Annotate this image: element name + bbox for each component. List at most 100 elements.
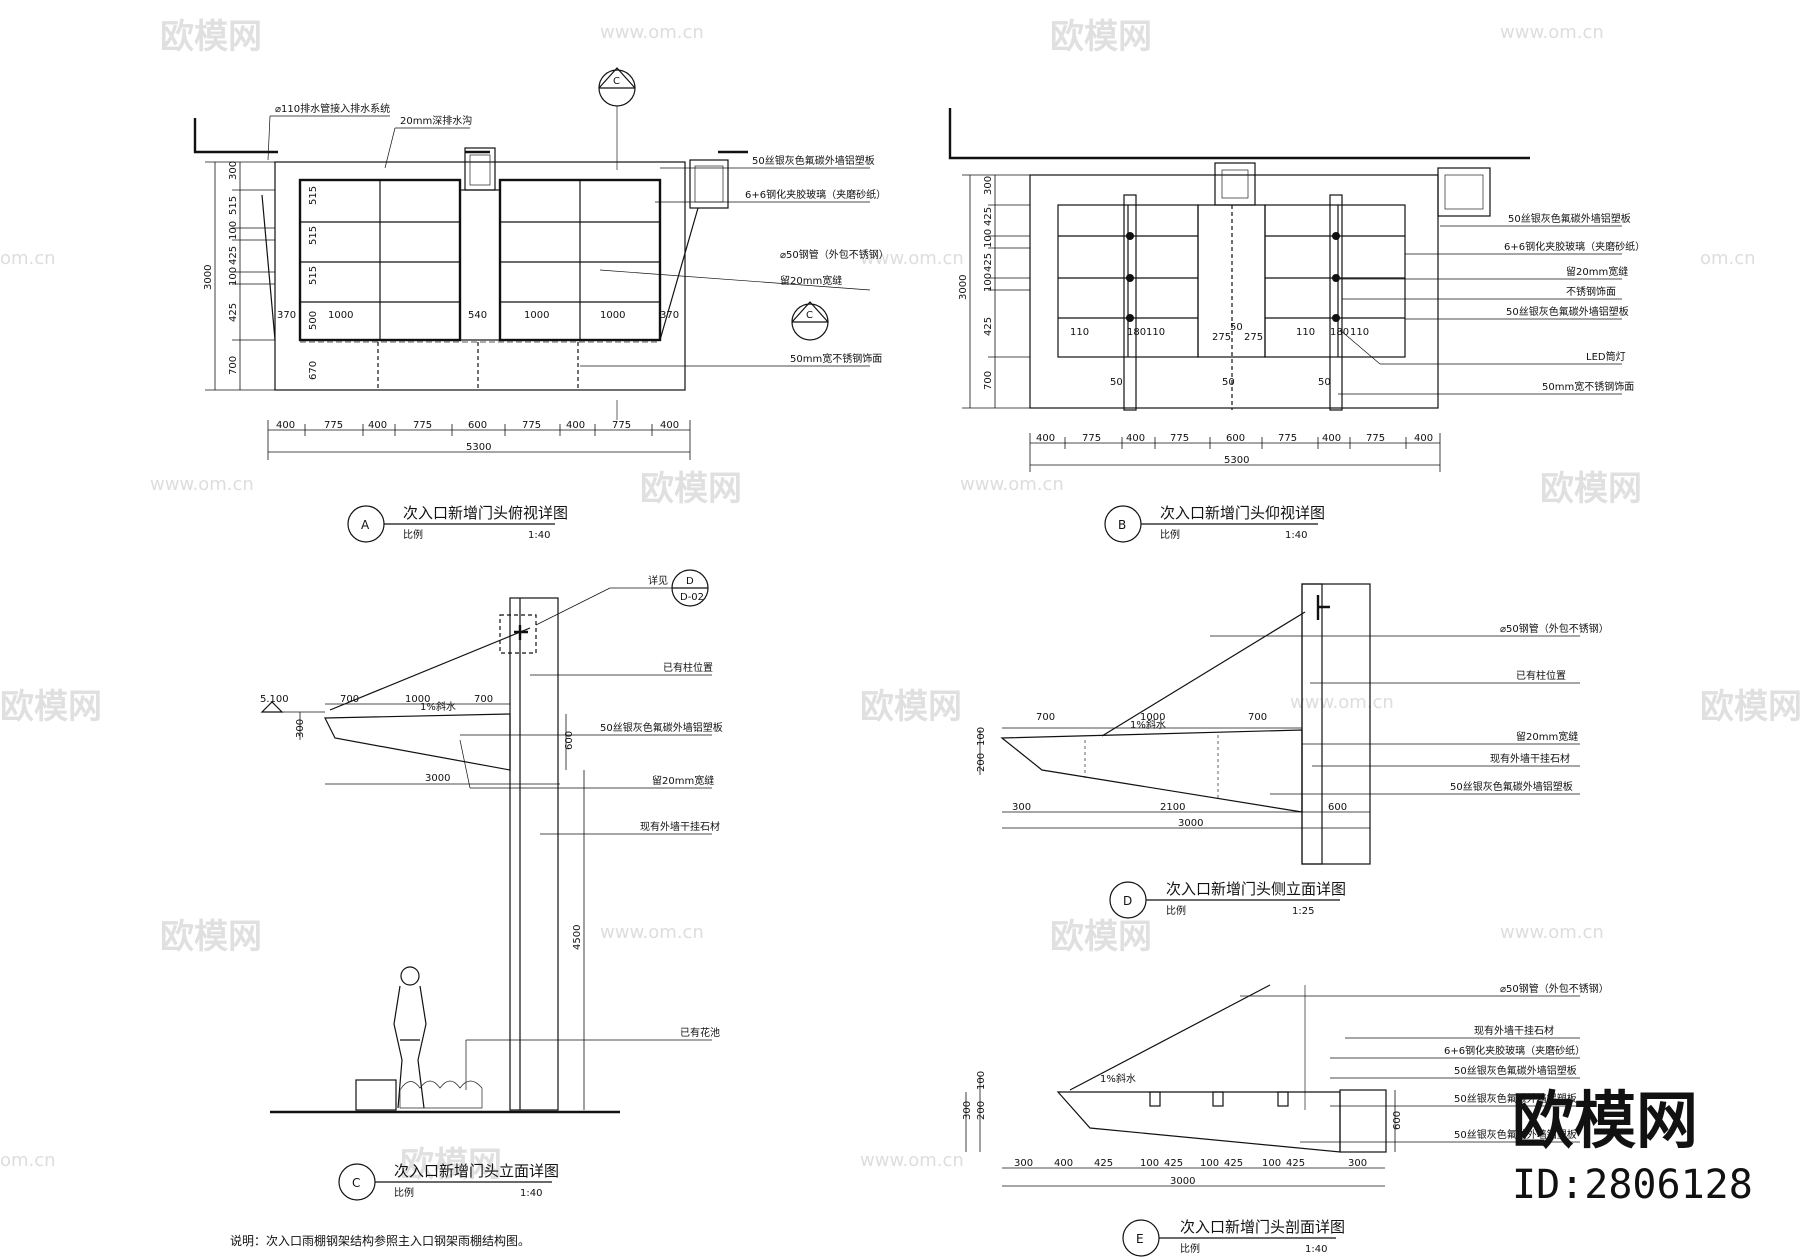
svg-text:425: 425 — [1224, 1158, 1243, 1169]
note: 留20mm宽缝 — [1566, 265, 1628, 278]
panel-a-horizontal-dims: 400 775 400 775 600 775 400 775 400 5300 — [267, 420, 691, 460]
note: 50mm宽不锈钢饰面 — [790, 352, 882, 365]
panel-e-title: E 次入口新增门头剖面详图 比例 1:40 — [1122, 1218, 1345, 1257]
svg-text:600: 600 — [1226, 433, 1245, 444]
svg-text:400: 400 — [1054, 1158, 1073, 1169]
svg-text:1%斜水: 1%斜水 — [1130, 718, 1166, 731]
shrubs — [399, 1080, 483, 1109]
svg-text:200: 200 — [976, 753, 987, 772]
svg-text:100: 100 — [228, 221, 239, 240]
note: 20mm深排水沟 — [400, 114, 472, 127]
svg-text:3000: 3000 — [1170, 1176, 1195, 1187]
svg-text:275: 275 — [1244, 332, 1263, 343]
watermark-url: om.cn — [1700, 248, 1756, 269]
svg-text:425: 425 — [1286, 1158, 1305, 1169]
svg-text:3000: 3000 — [203, 265, 214, 290]
svg-text:3000: 3000 — [425, 773, 450, 784]
note: 50丝银灰色氟碳外墙铝塑板 — [752, 154, 875, 167]
svg-text:515: 515 — [308, 266, 319, 285]
svg-text:300: 300 — [983, 176, 994, 195]
watermark-brand: 欧模网 — [860, 687, 962, 727]
drawing-title: 次入口新增门头剖面详图 — [1180, 1218, 1345, 1236]
svg-text:3000: 3000 — [1178, 818, 1203, 829]
watermark-url: www.om.cn — [1500, 22, 1604, 43]
svg-text:670: 670 — [308, 361, 319, 380]
svg-text:100: 100 — [976, 1071, 987, 1090]
note: ⌀50钢管（外包不锈钢） — [1500, 622, 1609, 635]
svg-text:775: 775 — [1366, 433, 1385, 444]
section-mark-c-top: C — [598, 67, 636, 170]
note: 已有柱位置 — [663, 661, 713, 674]
note: 留20mm宽缝 — [780, 274, 842, 287]
scale-value: 1:40 — [1305, 1244, 1327, 1255]
svg-text:5300: 5300 — [466, 442, 491, 453]
svg-text:100: 100 — [228, 267, 239, 286]
column-box — [464, 147, 496, 191]
watermark-brand: 欧模网 — [640, 469, 742, 509]
existing-wall — [509, 597, 559, 1111]
svg-text:500: 500 — [308, 311, 319, 330]
svg-text:C: C — [806, 310, 813, 321]
panel-d-dims: 700 1000 700 1%斜水 100 200 300 2100 600 3… — [976, 712, 1370, 829]
panel-b-inner-dims: 110 180 110 275 50 275 110 180 110 50 50… — [1070, 322, 1369, 388]
human-figure — [393, 966, 427, 1109]
drawing-title: 次入口新增门头侧立面详图 — [1166, 880, 1346, 898]
scale-value: 1:40 — [528, 530, 550, 541]
panel-a-vertical-dims: 300 515 100 425 100 425 700 3000 — [203, 161, 275, 391]
note: ⌀110排水管接入排水系统 — [275, 102, 390, 115]
note: 50丝银灰色氟碳外墙铝塑板 — [1454, 1064, 1577, 1077]
watermark-url: om.cn — [0, 1150, 56, 1171]
note: 50丝银灰色氟碳外墙铝塑板 — [1450, 780, 1573, 793]
svg-text:D-02: D-02 — [680, 592, 704, 603]
scale-value: 1:40 — [520, 1188, 542, 1199]
panel-a-title: A 次入口新增门头俯视详图 比例 1:40 — [347, 504, 568, 543]
svg-text:400: 400 — [1322, 433, 1341, 444]
svg-text:100: 100 — [976, 727, 987, 746]
svg-text:700: 700 — [1036, 712, 1055, 723]
svg-text:370: 370 — [277, 310, 296, 321]
svg-text:180: 180 — [1127, 327, 1146, 338]
panel-a-notes: ⌀110排水管接入排水系统 20mm深排水沟 50丝银灰色氟碳外墙铝塑板 6+6… — [267, 102, 889, 367]
section-mark-c-right: C — [791, 301, 829, 341]
note: 50丝银灰色氟碳外墙铝塑板 — [1506, 305, 1629, 318]
canopy-slab — [324, 713, 511, 771]
svg-text:775: 775 — [1082, 433, 1101, 444]
drawing-mark: C — [352, 1176, 360, 1190]
scale-value: 1:40 — [1285, 530, 1307, 541]
drawing-title: 次入口新增门头俯视详图 — [403, 504, 568, 522]
scale-value: 1:25 — [1292, 906, 1314, 917]
panel-b-title: B 次入口新增门头仰视详图 比例 1:40 — [1104, 504, 1325, 543]
scale-label: 比例 — [403, 528, 423, 541]
svg-text:700: 700 — [228, 356, 239, 375]
svg-text:700: 700 — [1248, 712, 1267, 723]
svg-text:100: 100 — [983, 229, 994, 248]
note: 现有外墙干挂石材 — [1490, 752, 1570, 765]
svg-text:300: 300 — [228, 161, 239, 180]
canopy-slab — [1056, 1091, 1341, 1153]
svg-text:1%斜水: 1%斜水 — [420, 700, 456, 713]
svg-text:1000: 1000 — [328, 310, 353, 321]
panel-a-inner-dims: 515 515 515 500 670 370 1000 540 1000 10… — [277, 186, 679, 380]
svg-text:425: 425 — [228, 246, 239, 265]
note: 50丝银灰色氟碳外墙铝塑板 — [600, 721, 723, 734]
existing-wall — [1301, 583, 1371, 865]
panel-b: 50丝银灰色氟碳外墙铝塑板 6+6钢化夹胶玻璃（夹磨砂纸） 留20mm宽缝 不锈… — [948, 108, 1645, 543]
svg-text:370: 370 — [660, 310, 679, 321]
svg-text:775: 775 — [612, 420, 631, 431]
svg-text:4500: 4500 — [572, 925, 583, 950]
svg-text:425: 425 — [983, 317, 994, 336]
svg-text:300: 300 — [1348, 1158, 1367, 1169]
watermark-url: www.om.cn — [600, 22, 704, 43]
svg-text:400: 400 — [566, 420, 585, 431]
svg-text:515: 515 — [308, 226, 319, 245]
svg-text:600: 600 — [1392, 1111, 1403, 1130]
watermark-brand: 欧模网 — [1540, 469, 1642, 509]
watermark-url: www.om.cn — [150, 474, 254, 495]
svg-text:1%斜水: 1%斜水 — [1100, 1072, 1136, 1085]
note: 50丝银灰色氟碳外墙铝塑板 — [1508, 212, 1631, 225]
panel-d: ⌀50钢管（外包不锈钢） 已有柱位置 留20mm宽缝 现有外墙干挂石材 50丝银… — [976, 583, 1609, 919]
glass-grid — [298, 178, 662, 342]
brand-logo: 欧模网 ID:2806128 — [1512, 1084, 1753, 1208]
svg-text:110: 110 — [1350, 327, 1369, 338]
svg-text:425: 425 — [983, 253, 994, 272]
